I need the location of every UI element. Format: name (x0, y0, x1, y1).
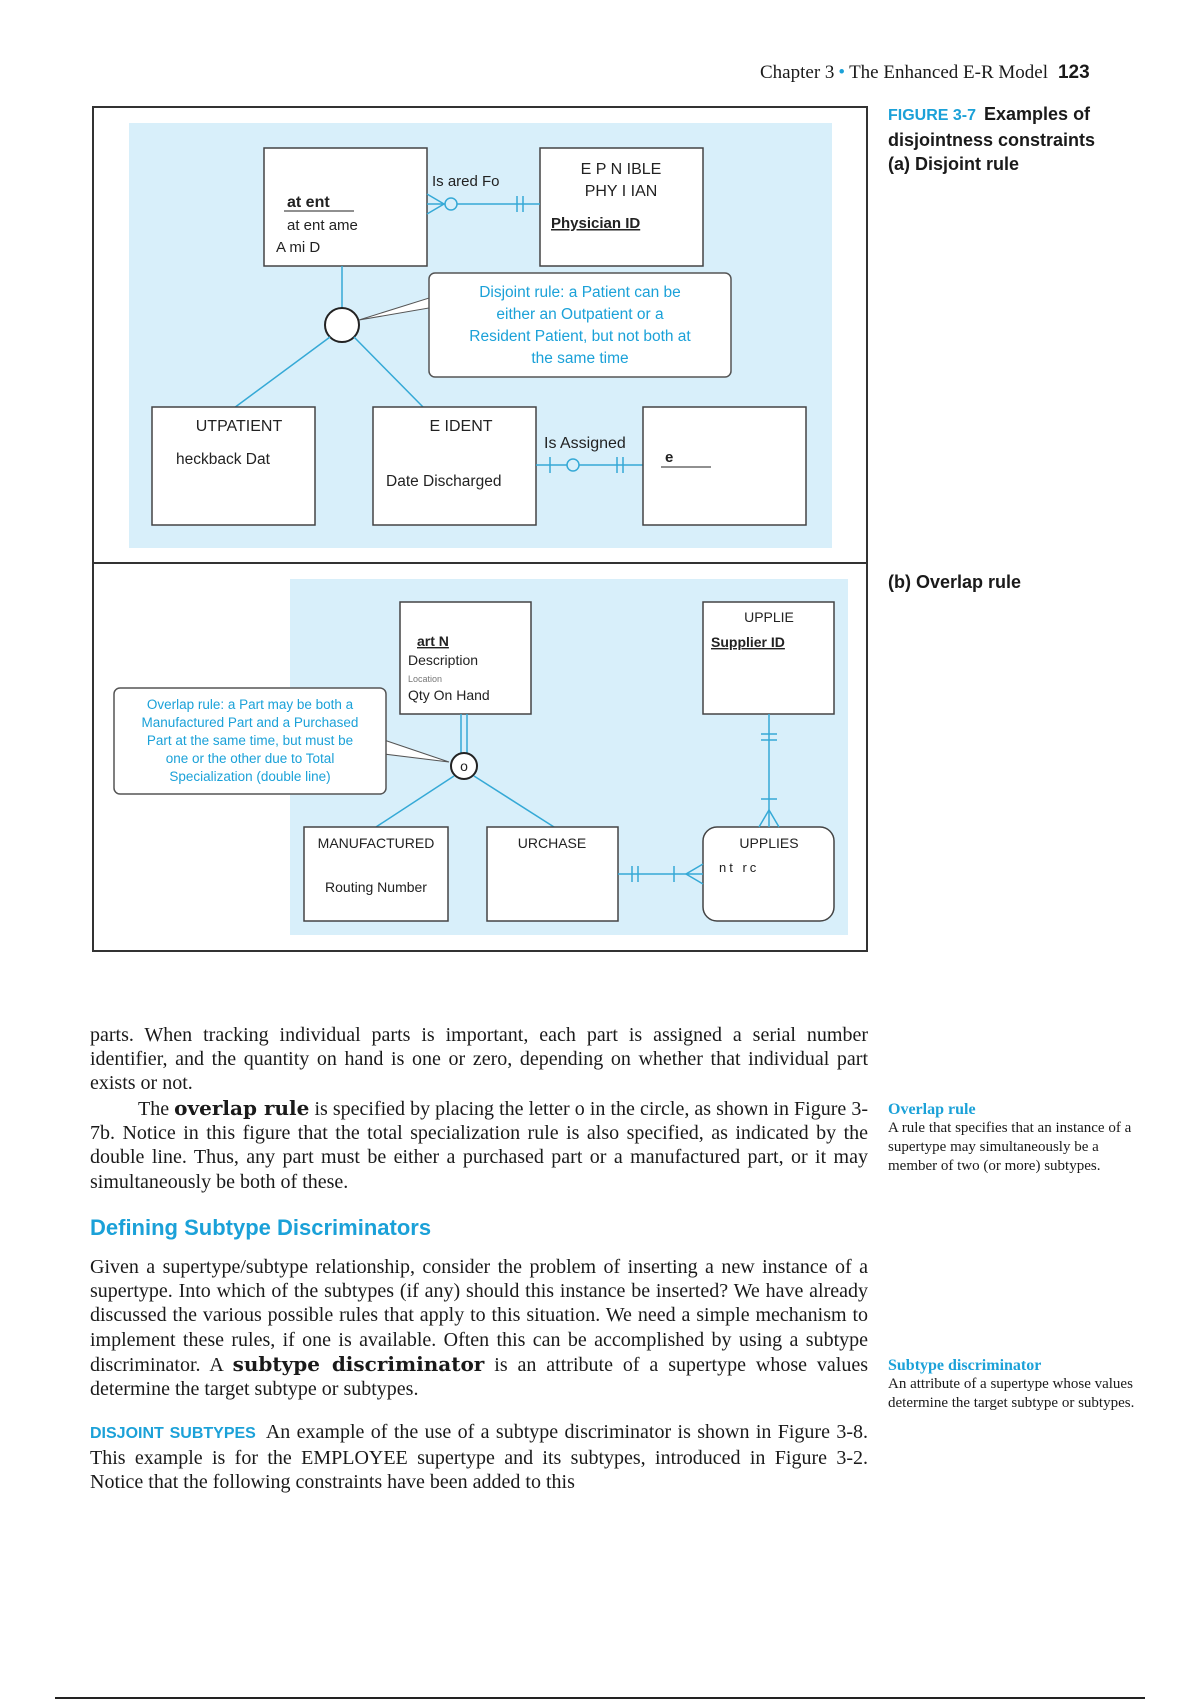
figure-title-line2: disjointness constraints (888, 130, 1096, 150)
subtype-connector-outpatient (233, 336, 331, 409)
entity-purchased-part (486, 826, 619, 922)
footer-rule (55, 1697, 1145, 1699)
entity-resident-patient (372, 406, 537, 526)
disjoint-rule-callout (428, 272, 732, 378)
disjoint-rule-diagram: at ent at ent ame A mi D E P N IBLE PHY … (129, 123, 832, 548)
patient-attribute-name: at ent ame (287, 217, 358, 234)
paragraph-text: An example of the use of a subtype discr… (90, 1421, 868, 1494)
figure-title-line1: Examples of (984, 104, 1091, 124)
supplier-id-attribute: Supplier ID (711, 634, 785, 650)
entity-responsible-physician (539, 147, 704, 267)
overlap-letter: o (460, 758, 468, 774)
physician-title-line1: E P N IBLE (581, 161, 662, 178)
paragraph-text: parts. When tracking individual parts is… (90, 1024, 868, 1095)
figure-panel-a: at ent at ent ame A mi D E P N IBLE PHY … (92, 106, 868, 568)
key-term-subtype-discriminator: subtype discriminator (232, 1351, 485, 1376)
running-head: Chapter 3•The Enhanced E-R Model 123 (760, 62, 1155, 84)
entity-manufactured-part (303, 826, 449, 922)
callout-line: the same time (531, 350, 628, 367)
entity-bed (642, 406, 807, 526)
crows-foot-many (758, 808, 780, 828)
outpatient-title: UTPATIENT (196, 418, 283, 435)
optional-circle (566, 458, 580, 472)
figure-part-b-label: (b) Overlap rule (888, 572, 1022, 592)
bullet-separator: • (838, 62, 846, 83)
callout-line: Specialization (double line) (169, 769, 330, 784)
patient-attribute-admit: A mi D (276, 239, 320, 256)
manufactured-attribute: Routing Number (325, 879, 427, 895)
entity-outpatient (151, 406, 316, 526)
paragraph-text: is an attribute of a supertype whose val… (90, 1353, 868, 1401)
margin-term: Subtype discriminator (888, 1357, 1042, 1374)
chapter-label: Chapter 3 (760, 62, 835, 83)
chapter-title: The Enhanced E-R Model (849, 62, 1048, 83)
margin-definition-subtype-discriminator: Subtype discriminator An attribute of a … (888, 1356, 1138, 1413)
paragraph-text: Given a supertype/subtype relationship, … (90, 1256, 868, 1376)
margin-definition: A rule that specifies that an instance o… (888, 1120, 1132, 1174)
paragraph-text: is specified by placing the letter o in … (90, 1098, 868, 1193)
part-location-attribute: Location (408, 674, 442, 684)
callout-line: Resident Patient, but not both at (469, 328, 691, 345)
supplies-title: UPPLIES (739, 835, 798, 851)
relationship-label-assigned: Is Assigned (544, 435, 626, 452)
figure-caption: FIGURE 3-7 Examples of disjointness const… (888, 102, 1148, 176)
run-in-heading: DISJOINT SUBTYPES (90, 1425, 256, 1442)
entity-part (399, 601, 532, 715)
callout-line: either an Outpatient or a (496, 306, 664, 323)
overlap-rule-callout (113, 687, 387, 795)
entity-supplier (702, 601, 835, 715)
overlap-rule-diagram: art N Description Location Qty On Hand U… (113, 579, 848, 935)
bed-id-attribute: e (665, 449, 673, 466)
key-term-overlap-rule: overlap rule (174, 1096, 310, 1120)
figure-number: FIGURE 3-7 (888, 107, 977, 124)
body-paragraph-3: Given a supertype/subtype relationship, … (90, 1255, 868, 1401)
figure-part-a-label: (a) Disjoint rule (888, 154, 1020, 174)
page-number: 123 (1057, 62, 1090, 83)
supplies-attribute: nt rc (719, 860, 759, 875)
optional-circle (444, 197, 458, 211)
margin-term: Overlap rule (888, 1101, 976, 1118)
manufactured-title: MANUFACTURED (318, 835, 435, 851)
section-heading: Defining Subtype Discriminators (90, 1215, 432, 1240)
subtype-connector-resident (353, 336, 425, 409)
patient-title: at ent (287, 194, 330, 211)
figure-panel-b: art N Description Location Qty On Hand U… (92, 562, 868, 952)
part-qty-attribute: Qty On Hand (408, 687, 490, 703)
resident-title: E IDENT (429, 418, 492, 435)
subtype-connector-purchased (473, 775, 555, 828)
paragraph-text: The (138, 1098, 175, 1120)
outpatient-attribute: heckback Dat (176, 451, 271, 468)
supplier-title: UPPLIE (744, 609, 794, 625)
callout-line: Overlap rule: a Part may be both a (147, 697, 354, 712)
callout-line: one or the other due to Total (166, 751, 335, 766)
physician-title-line2: PHY I IAN (585, 183, 658, 200)
body-paragraph-2: The overlap rule is specified by placing… (90, 1096, 868, 1194)
resident-attribute: Date Discharged (386, 473, 501, 490)
margin-definition: An attribute of a supertype whose values… (888, 1376, 1135, 1411)
physician-id-attribute: Physician ID (551, 215, 640, 232)
disjoint-circle (324, 307, 360, 343)
overlap-circle (450, 752, 478, 780)
part-description-attribute: Description (408, 652, 478, 668)
relationship-label-cared-for: Is ared Fo (432, 173, 500, 190)
purchased-title: URCHASE (518, 835, 586, 851)
subtype-connector-manufactured (375, 775, 455, 828)
crows-foot-many (684, 863, 704, 885)
crows-foot-many (426, 193, 446, 215)
margin-definition-overlap-rule: Overlap rule A rule that specifies that … (888, 1100, 1138, 1176)
callout-line: Disjoint rule: a Patient can be (479, 284, 681, 301)
entity-patient (263, 147, 428, 267)
callout-line: Part at the same time, but must be (147, 733, 353, 748)
part-id-attribute: art N (417, 633, 449, 649)
callout-line: Manufactured Part and a Purchased (142, 715, 359, 730)
body-paragraph-1: parts. When tracking individual parts is… (90, 1023, 868, 1096)
